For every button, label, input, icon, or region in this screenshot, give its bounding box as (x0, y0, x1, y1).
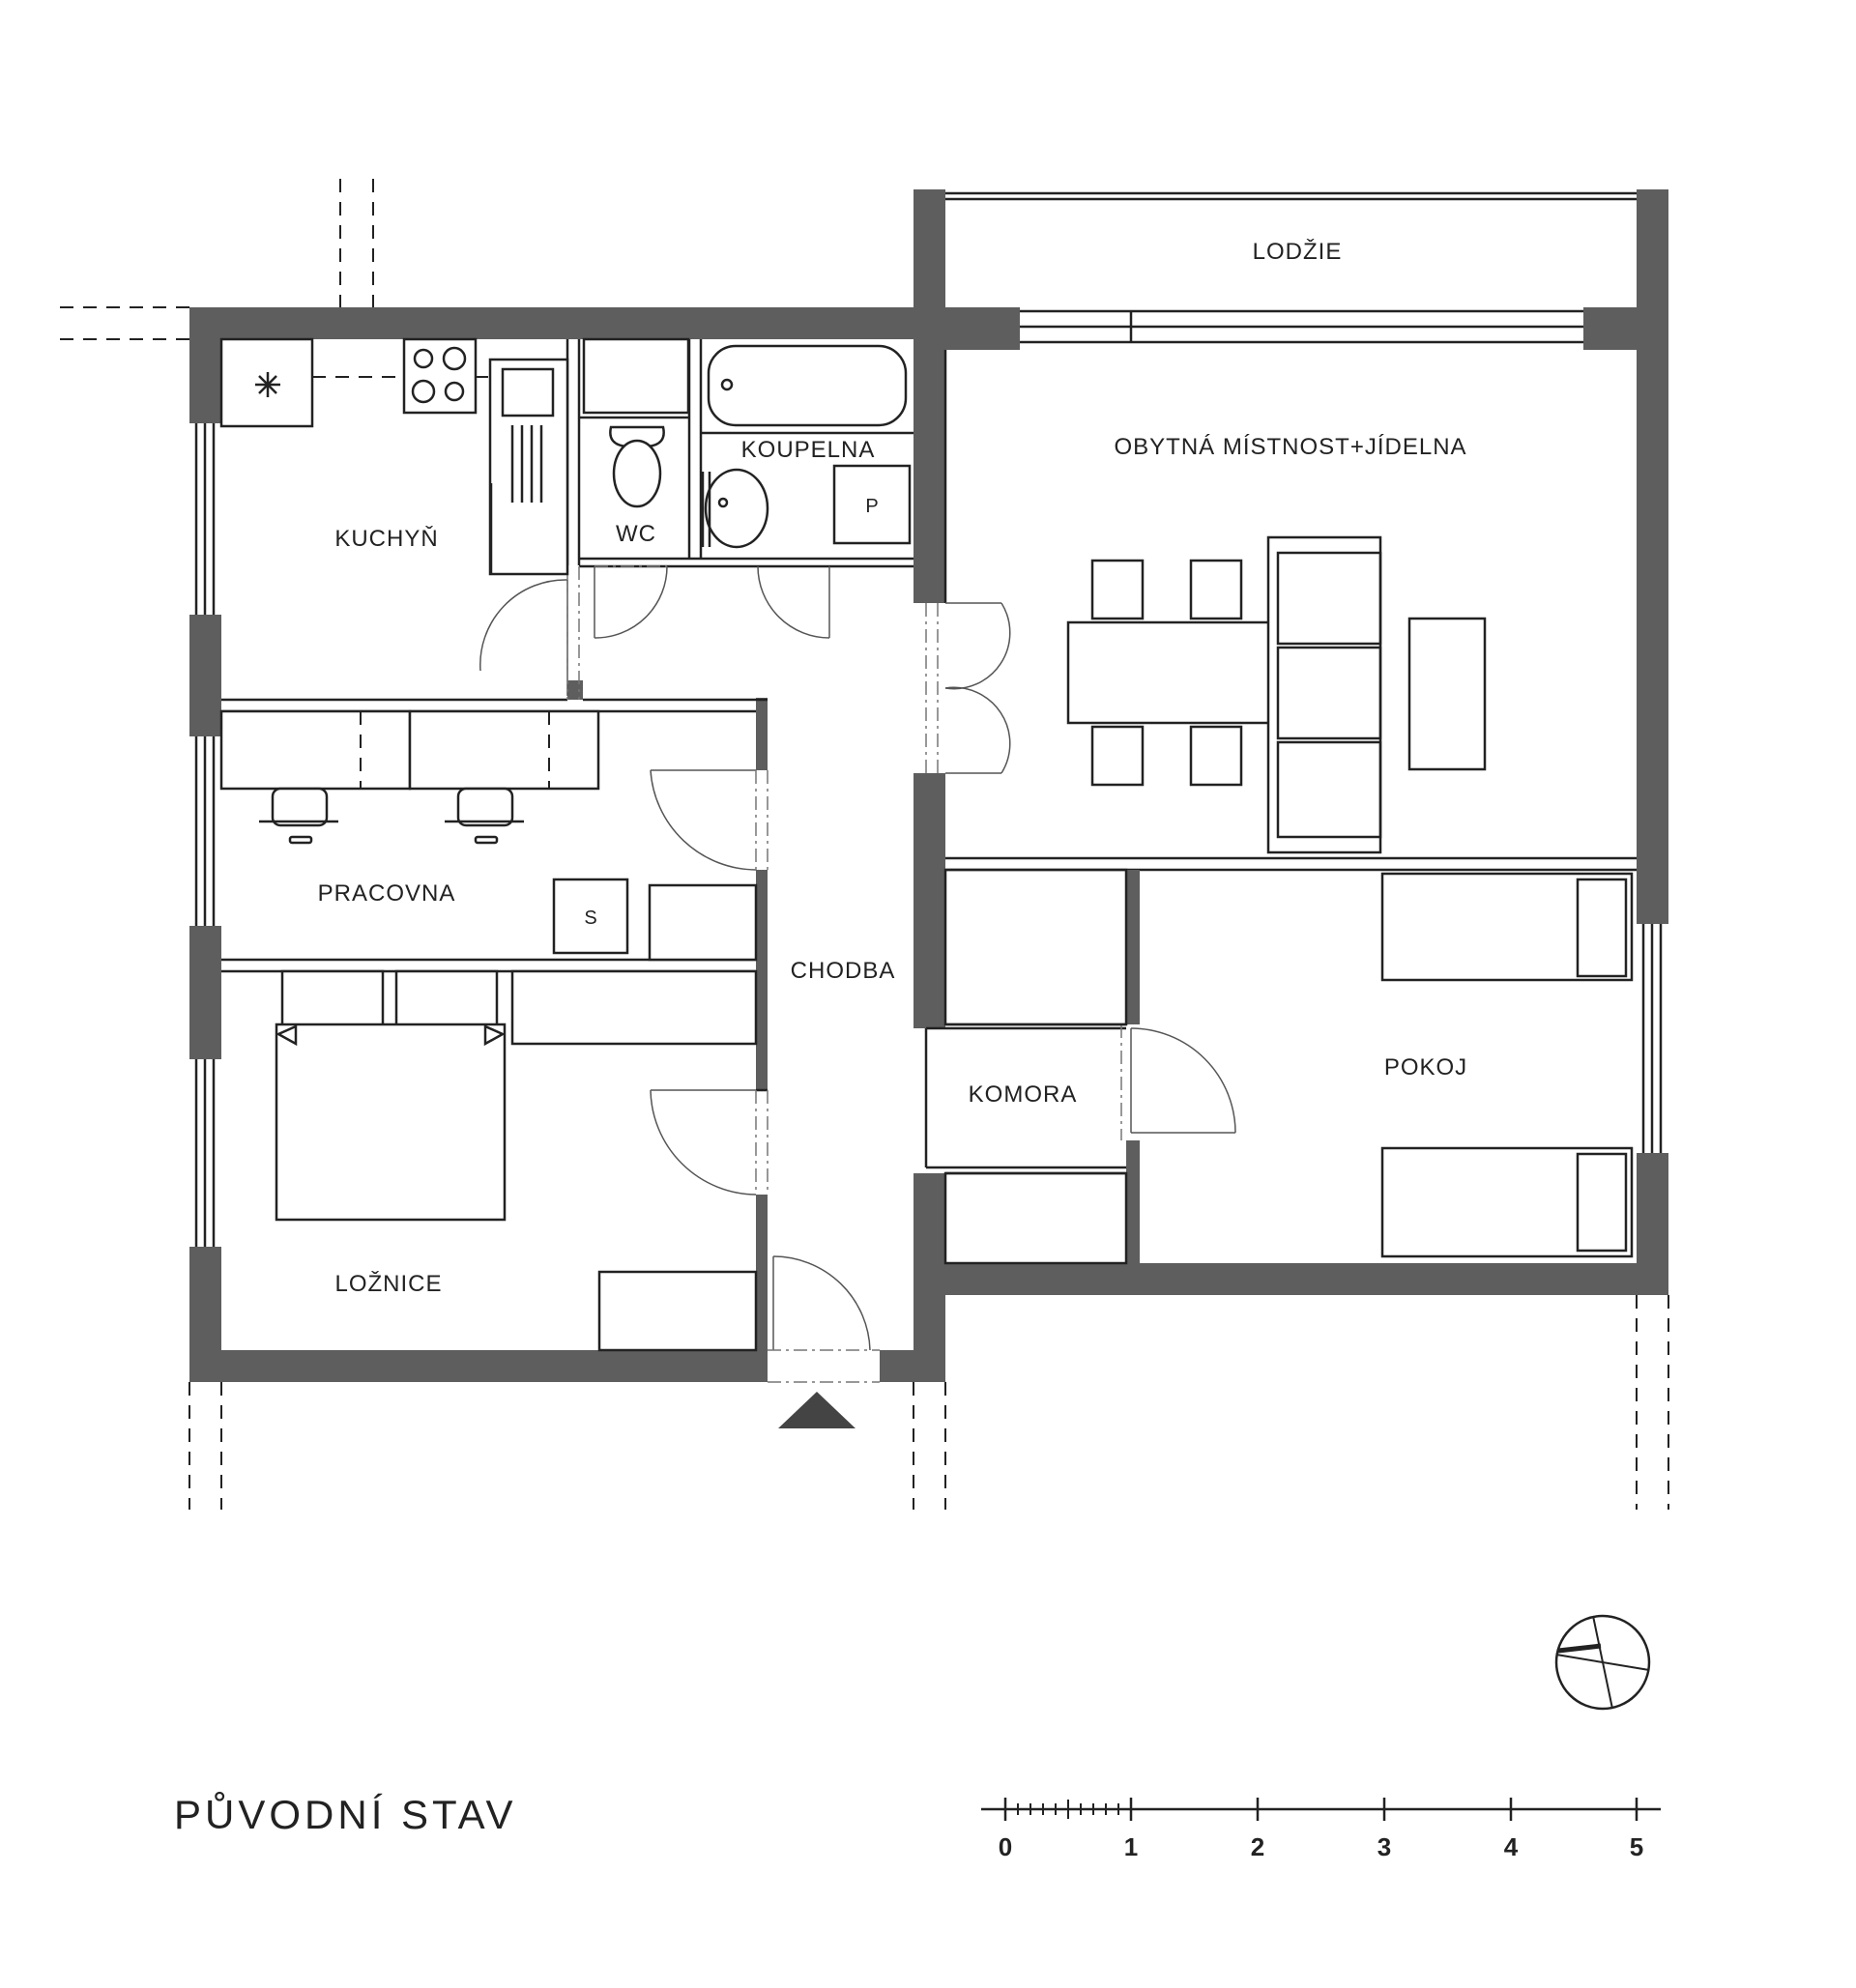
walls (189, 189, 1668, 1382)
scale-label-0: 0 (999, 1832, 1012, 1861)
extension-lines (60, 179, 1669, 1510)
label-lodzie: LODŽIE (1253, 239, 1343, 265)
label-s-fixture: S (584, 908, 596, 929)
scale-label-3: 3 (1378, 1832, 1391, 1861)
label-pokoj: POKOJ (1384, 1054, 1467, 1080)
label-kuchyn: KUCHYŇ (334, 526, 438, 552)
label-chodba: CHODBA (791, 958, 896, 984)
label-koupelna: KOUPELNA (741, 437, 876, 463)
compass-icon (1554, 1614, 1651, 1711)
bathroom-fixtures (582, 337, 912, 549)
label-komora: KOMORA (969, 1081, 1078, 1108)
scale-label-5: 5 (1630, 1832, 1643, 1861)
entrance-arrow-icon (778, 1392, 856, 1428)
drawing-title: PŮVODNÍ STAV (174, 1790, 517, 1837)
scale-bar: 0 1 2 3 4 5 (981, 1798, 1661, 1861)
room-furniture (1380, 872, 1634, 1258)
label-p-fixture: P (865, 496, 878, 517)
label-wc: WC (616, 521, 656, 547)
windows (194, 191, 1663, 1247)
label-obytna: OBYTNÁ MÍSTNOST+JÍDELNA (1114, 434, 1466, 460)
label-pracovna: PRACOVNA (318, 880, 456, 907)
kitchen-furniture (219, 337, 569, 576)
study-furniture (219, 709, 758, 962)
bedroom-furniture (275, 969, 758, 1352)
scale-label-4: 4 (1504, 1832, 1519, 1861)
room-labels: LODŽIE OBYTNÁ MÍSTNOST+JÍDELNA KOUPELNA … (318, 239, 1467, 1297)
living-furniture (1066, 535, 1487, 854)
label-loznice: LOŽNICE (334, 1271, 442, 1297)
doors (479, 565, 1236, 1383)
storage-shelves (943, 868, 1128, 1265)
scale-label-2: 2 (1251, 1832, 1264, 1861)
scale-label-1: 1 (1124, 1832, 1138, 1861)
